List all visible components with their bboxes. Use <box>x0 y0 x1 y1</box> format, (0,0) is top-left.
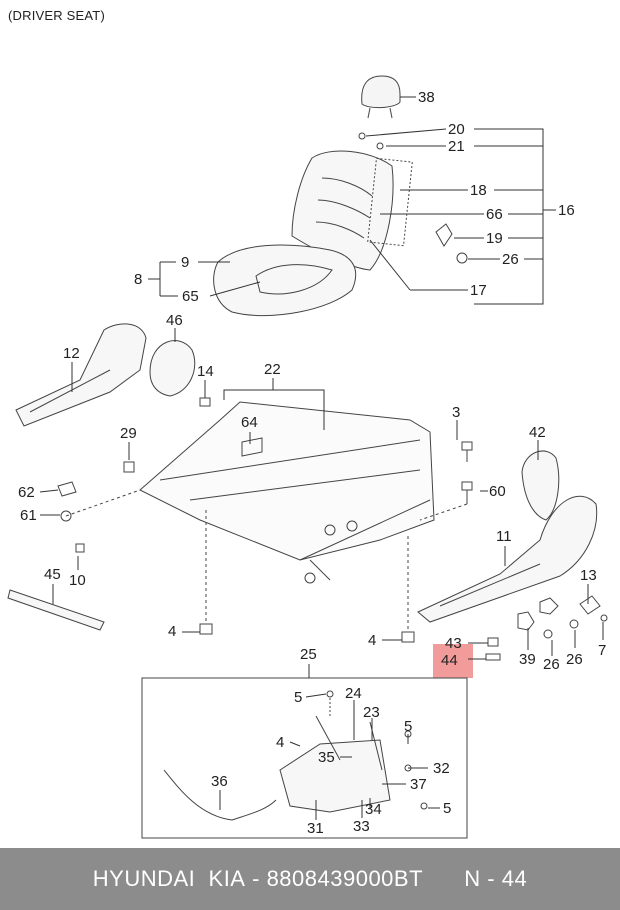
callout-36[interactable]: 36 <box>211 773 228 790</box>
highlighted-part-box <box>433 644 473 678</box>
callout-5-mid[interactable]: 5 <box>404 718 413 735</box>
callout-9[interactable]: 9 <box>181 254 190 271</box>
callout-5-top[interactable]: 5 <box>294 689 303 706</box>
seat-cushion <box>213 244 357 317</box>
diagram-title: (DRIVER SEAT) <box>8 8 105 23</box>
footer-caption: HYUNDAI KIA - 8808439000BT N - 44 <box>0 866 620 892</box>
callout-4-detail[interactable]: 4 <box>276 734 285 751</box>
footer-brand: HYUNDAI KIA <box>92 866 246 891</box>
callout-43[interactable]: 43 <box>445 635 462 652</box>
seat-frame <box>139 401 435 561</box>
callout-64[interactable]: 64 <box>241 414 258 431</box>
callout-14[interactable]: 14 <box>197 363 214 380</box>
cover-42 <box>521 450 560 521</box>
callout-4-right[interactable]: 4 <box>368 632 377 649</box>
footer-separator: - <box>252 866 260 891</box>
footer-reference: N - 44 <box>464 866 528 891</box>
callout-10[interactable]: 10 <box>69 572 86 589</box>
callout-5-bottom[interactable]: 5 <box>443 800 452 817</box>
callout-38[interactable]: 38 <box>418 89 435 106</box>
callout-8[interactable]: 8 <box>134 271 143 288</box>
callout-13[interactable]: 13 <box>580 567 597 584</box>
callout-21[interactable]: 21 <box>448 138 465 155</box>
headrest <box>361 75 401 109</box>
callout-16[interactable]: 16 <box>558 202 575 219</box>
callout-65[interactable]: 65 <box>182 288 199 305</box>
callout-60[interactable]: 60 <box>489 483 506 500</box>
callout-33[interactable]: 33 <box>353 818 370 835</box>
callout-7[interactable]: 7 <box>598 642 607 659</box>
side-shield-left <box>15 323 147 427</box>
callout-29[interactable]: 29 <box>120 425 137 442</box>
callout-66[interactable]: 66 <box>486 206 503 223</box>
callout-44-highlighted[interactable]: 44 <box>441 652 458 669</box>
callout-11[interactable]: 11 <box>496 528 512 545</box>
side-shield-right <box>417 495 598 623</box>
callout-20[interactable]: 20 <box>448 121 465 138</box>
callout-32[interactable]: 32 <box>433 760 450 777</box>
callout-22[interactable]: 22 <box>264 361 281 378</box>
callout-46[interactable]: 46 <box>166 312 183 329</box>
callout-25[interactable]: 25 <box>300 646 317 663</box>
leader-lines <box>39 96 604 820</box>
callout-45[interactable]: 45 <box>44 566 61 583</box>
footer-part-number: 8808439000BT <box>266 866 424 891</box>
callout-4-left[interactable]: 4 <box>168 623 177 640</box>
callout-26-mid[interactable]: 26 <box>543 656 560 673</box>
callout-18[interactable]: 18 <box>470 182 487 199</box>
callout-61[interactable]: 61 <box>20 507 37 524</box>
footer-bar: HYUNDAI KIA - 8808439000BT N - 44 <box>0 848 620 910</box>
callout-34[interactable]: 34 <box>365 801 382 818</box>
callout-19[interactable]: 19 <box>486 230 503 247</box>
seat-exploded-view <box>7 75 608 839</box>
guide-rail-45 <box>7 589 105 631</box>
callout-39[interactable]: 39 <box>519 651 536 668</box>
callout-26-right[interactable]: 26 <box>566 651 583 668</box>
callout-24[interactable]: 24 <box>345 685 362 702</box>
callout-37[interactable]: 37 <box>410 776 427 793</box>
callout-26-top[interactable]: 26 <box>502 251 519 268</box>
callout-12[interactable]: 12 <box>63 345 80 362</box>
callout-62[interactable]: 62 <box>18 484 35 501</box>
callout-3[interactable]: 3 <box>452 404 461 421</box>
cover-46 <box>149 340 196 397</box>
callout-31[interactable]: 31 <box>307 820 324 837</box>
callout-17[interactable]: 17 <box>470 282 487 299</box>
callout-23[interactable]: 23 <box>363 704 380 721</box>
callout-42[interactable]: 42 <box>529 424 546 441</box>
callout-35[interactable]: 35 <box>318 749 335 766</box>
